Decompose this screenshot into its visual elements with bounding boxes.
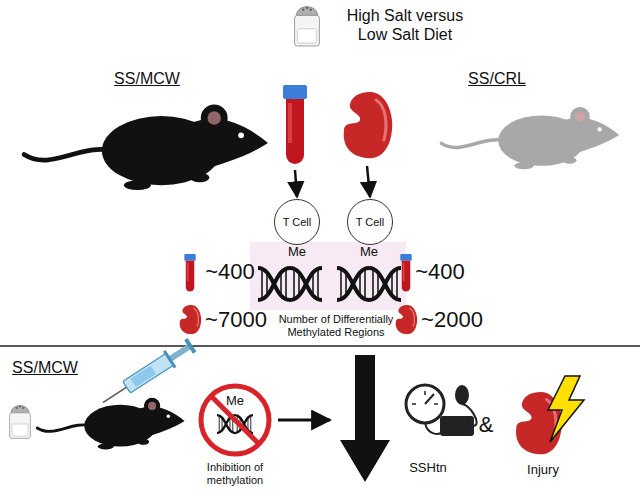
strain-name: SS/MCW xyxy=(114,69,180,88)
outcome-label: Injury xyxy=(527,462,559,478)
methyl-mark: Me xyxy=(226,393,244,409)
region-count: ~400 xyxy=(205,259,255,285)
conjunction-symbol: & xyxy=(479,412,494,438)
t-cell-circle: T Cell xyxy=(274,199,320,245)
methyl-mark: Me xyxy=(288,244,306,260)
region-count: ~7000 xyxy=(205,307,267,333)
cell-label: T Cell xyxy=(283,216,312,228)
treatment-label: Inhibition of methylation xyxy=(183,461,288,487)
diet-heading: High Salt versus Low Salt Diet xyxy=(335,6,475,44)
strain-name: SS/CRL xyxy=(468,69,526,88)
outcome-label: SSHtn xyxy=(409,460,447,476)
region-count: ~2000 xyxy=(421,307,483,333)
strain-name: SS/MCW xyxy=(12,358,78,377)
t-cell-circle: T Cell xyxy=(347,199,393,245)
axis-note: Number of Differentially Methylated Regi… xyxy=(269,313,404,339)
region-count: ~400 xyxy=(415,259,465,285)
methyl-mark: Me xyxy=(360,244,378,260)
cell-label: T Cell xyxy=(356,216,385,228)
